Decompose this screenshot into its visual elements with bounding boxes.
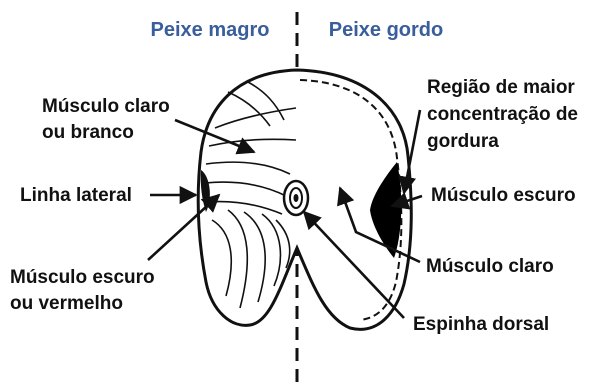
header-lean-fish: Peixe magro xyxy=(151,19,270,41)
label-light-muscle-left: Músculo claro ou branco xyxy=(42,96,175,143)
label-lateral-line: Linha lateral xyxy=(20,185,132,206)
label-dark-muscle-right: Músculo escuro xyxy=(431,185,576,206)
label-light-muscle-right: Músculo claro xyxy=(426,256,554,277)
header-fatty-fish: Peixe gordo xyxy=(329,19,443,41)
label-fat-region: Região de maior concentração de gordura xyxy=(427,77,583,152)
label-dark-muscle-left: Músculo escuro ou vermelho xyxy=(10,267,160,314)
label-dorsal-spine: Espinha dorsal xyxy=(413,314,549,335)
